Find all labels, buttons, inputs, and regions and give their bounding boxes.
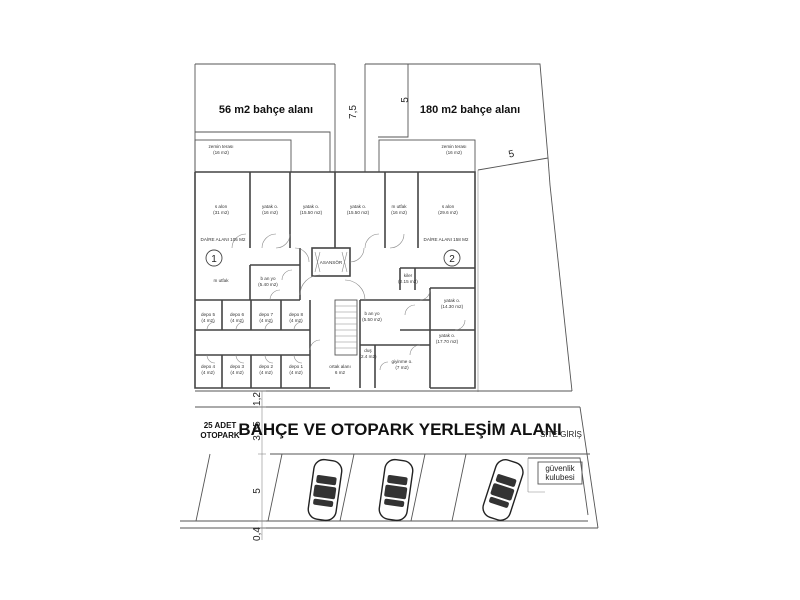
room-bedroom-4-name: yatak o. (444, 298, 460, 303)
car-icon (482, 459, 524, 521)
dimension-road-4: 0,4 (252, 527, 263, 541)
room-kitchen-2-name: m utfak (213, 278, 229, 283)
room-salon-1-area: (31 m2) (213, 210, 229, 215)
room-salon-2-area: (29.6 m2) (438, 210, 458, 215)
car-icon (378, 458, 414, 522)
dimension-gap-right: 5 (400, 97, 411, 103)
room-shower-name: duş (364, 348, 372, 353)
parking-count-line2: OTOPARK (200, 431, 239, 440)
security-booth-line1: güvenlik (545, 464, 575, 473)
depot-3-name: depo 3 (230, 364, 244, 369)
room-pantry-name: kiler (404, 273, 413, 278)
terrace-right-area: (16 m2) (446, 150, 462, 155)
site-boundary (194, 63, 573, 392)
common-area-name: ortak alanı (329, 364, 350, 369)
depot-1-area: (4 m2) (289, 370, 303, 375)
room-dressing-area: (7 m2) (395, 365, 409, 370)
parking-count-line1: 25 ADET (204, 421, 237, 430)
apartment-2-marker: 2 (443, 249, 461, 267)
dimension-road-3: 5 (252, 488, 263, 494)
apartment-2-area-label: DAİRE ALANI 158 M2 (424, 236, 469, 242)
room-bedroom-5-area: (17.70 m2) (436, 339, 459, 344)
room-bedroom-3-name: yatak o. (350, 204, 366, 209)
room-bedroom-3-area: (15.50 m2) (347, 210, 370, 215)
depot-5-name: depo 5 (201, 312, 215, 317)
room-bedroom-2-name: yatak o. (303, 204, 319, 209)
common-area-area: 6 m2 (335, 370, 346, 375)
room-shower-area: (2.4 m2) (359, 354, 377, 359)
dimension-gap-left: 7,5 (348, 105, 359, 119)
depot-7-name: depo 7 (259, 312, 273, 317)
room-bathroom-2-name: b an yo (364, 311, 380, 316)
apartment-1-number: 1 (211, 254, 217, 265)
building-walls (194, 139, 476, 389)
room-dressing-name: giyinme o. (392, 359, 413, 364)
room-bedroom-4-area: (14.30 m2) (441, 304, 464, 309)
parking-area-title: BAHÇE VE OTOPARK YERLEŞİM ALANI (238, 420, 561, 439)
garden-left-label: 56 m2 bahçe alanı (219, 104, 313, 116)
dimension-road-1: 1,2 (252, 392, 263, 406)
room-bedroom-5-name: yatak o. (439, 333, 455, 338)
site-entrance-label: SİTE GİRİŞ (540, 430, 582, 439)
room-pantry-area: (2.15 m2) (398, 279, 418, 284)
garden-right-label: 180 m2 bahçe alanı (420, 104, 520, 116)
terrace-right-name: zemin terası (441, 144, 466, 149)
depot-7-area: (4 m2) (259, 318, 273, 323)
depot-2-area: (4 m2) (259, 370, 273, 375)
security-booth-line2: kulubesi (545, 473, 575, 482)
room-bathroom-2-area: (5.50 m2) (362, 317, 382, 322)
room-bathroom-1-area: (5.40 m2) (258, 282, 278, 287)
room-bedroom-1-area: (16 m2) (262, 210, 278, 215)
depot-2-name: depo 2 (259, 364, 273, 369)
room-labels: zemin terası (16 m2) zemin terası (16 m2… (201, 144, 469, 375)
room-salon-2-name: s alon (442, 204, 455, 209)
depot-5-area: (4 m2) (201, 318, 215, 323)
room-kitchen-1-name: m utfak (391, 204, 407, 209)
depot-6-area: (4 m2) (230, 318, 244, 323)
apartment-1-marker: 1 (205, 249, 223, 267)
room-kitchen-1-area: (16 m2) (391, 210, 407, 215)
depot-4-area: (4 m2) (201, 370, 215, 375)
room-bedroom-1-name: yatak o. (262, 204, 278, 209)
depot-6-name: depo 6 (230, 312, 244, 317)
depot-4-name: depo 4 (201, 364, 215, 369)
room-salon-1-name: s alon (215, 204, 228, 209)
room-bedroom-2-area: (15.50 m2) (300, 210, 323, 215)
terrace-left-name: zemin terası (208, 144, 233, 149)
elevator-label: ASANSÖR (320, 259, 343, 265)
depot-1-name: depo 1 (289, 364, 303, 369)
apartment-2-number: 2 (449, 254, 455, 265)
depot-3-area: (4 m2) (230, 370, 244, 375)
dimension-road-2: 3,65 (252, 421, 263, 441)
room-bathroom-1-name: b an yo (260, 276, 276, 281)
parking-area-lines (180, 390, 599, 540)
depot-8-name: depo 8 (289, 312, 303, 317)
apartment-1-area-label: DAİRE ALANI 105 M2 (201, 236, 246, 242)
terrace-left-area: (16 m2) (213, 150, 229, 155)
depot-8-area: (4 m2) (289, 318, 303, 323)
car-icon (307, 458, 343, 522)
dimension-side-right: 5 (508, 149, 516, 161)
